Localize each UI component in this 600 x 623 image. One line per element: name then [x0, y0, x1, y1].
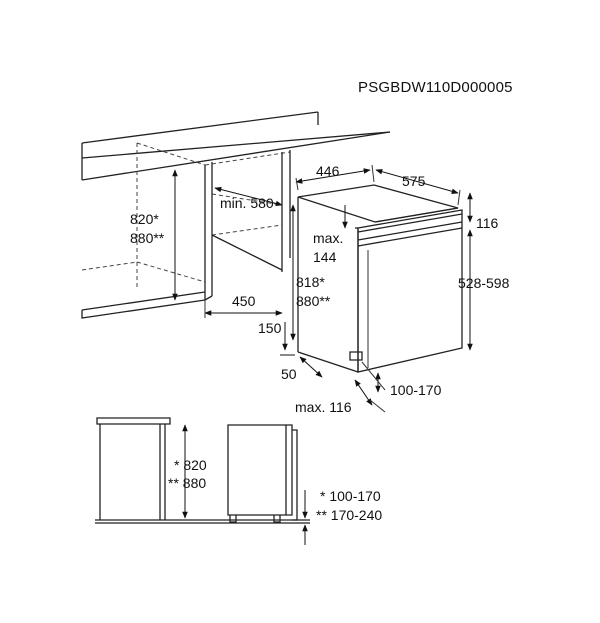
worktop	[81, 111, 391, 181]
label-528-598: 528-598	[458, 275, 510, 291]
niche-dashed	[81, 142, 291, 290]
label-446: 446	[316, 163, 340, 179]
label-bottom-170-240: ** 170-240	[316, 507, 383, 523]
label-bottom-880: ** 880	[168, 475, 207, 491]
dishwasher-3d	[297, 184, 463, 373]
label-150: 150	[258, 320, 282, 336]
side-view	[227, 424, 298, 523]
label-880-dstar-b: 880**	[296, 293, 331, 309]
side-panels	[81, 150, 291, 319]
label-50: 50	[281, 366, 297, 382]
label-max-116: max. 116	[295, 399, 352, 415]
label-820-star: 820*	[130, 211, 159, 227]
label-100-170: 100-170	[390, 382, 442, 398]
label-min-580: min. 580	[220, 195, 274, 211]
label-880-dstar: 880**	[130, 230, 165, 246]
label-bottom-100-170: * 100-170	[320, 488, 381, 504]
label-bottom-820: * 820	[174, 457, 207, 473]
label-144: 144	[313, 249, 337, 265]
diagram-code: PSGBDW110D000005	[358, 79, 513, 96]
label-116-top: 116	[476, 215, 499, 231]
label-max: max.	[313, 230, 344, 246]
label-818-star: 818*	[296, 274, 325, 290]
label-575: 575	[402, 173, 426, 189]
dimensions-top	[172, 164, 473, 413]
label-450: 450	[232, 293, 256, 309]
dimensions-bottom	[182, 424, 308, 545]
